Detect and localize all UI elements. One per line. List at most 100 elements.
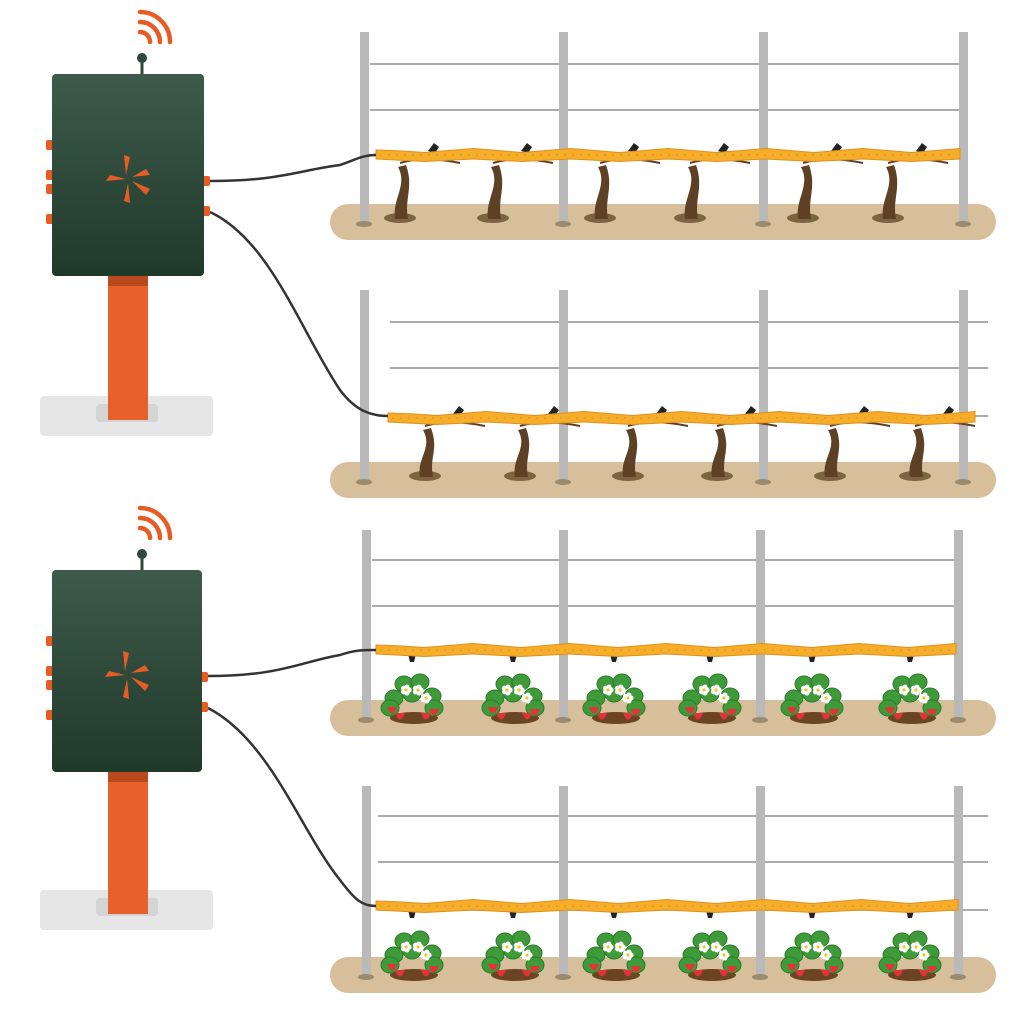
strawberry-plant [780, 673, 844, 724]
strawberry-fruit [387, 707, 397, 714]
trellis-post [360, 32, 369, 224]
strawberry-fruit [429, 966, 439, 973]
strawberry-flower [698, 684, 710, 696]
strawberry-flower [710, 941, 722, 953]
strawberry-flower [718, 949, 730, 961]
strawberry-plant [481, 930, 545, 981]
strawberry-flower [812, 941, 824, 953]
strawberry-flower [812, 684, 824, 696]
dripper-emitter [628, 143, 639, 153]
strawberry-fruit [893, 970, 903, 977]
trellis-post [959, 32, 968, 224]
grapevine-plant [872, 143, 949, 223]
grapevine-plant [899, 406, 976, 481]
strawberry-flower [614, 684, 626, 696]
strawberry-flower [501, 941, 513, 953]
trellis-post [756, 530, 765, 720]
wifi-signal-icon [137, 9, 173, 45]
dripper-emitter [718, 143, 729, 153]
trellis-post [559, 530, 568, 720]
strawberry-leaf [824, 956, 844, 974]
strawberry-flower [710, 684, 722, 696]
strawberry-flower [400, 941, 412, 953]
strawberry-flower [602, 941, 614, 953]
strawberry-fruit [496, 970, 506, 977]
strawberry-fruit [522, 713, 532, 720]
strawberry-flower [412, 684, 424, 696]
drip-tube [375, 642, 957, 658]
strawberry-fruit [685, 964, 695, 971]
strawberry-flower [412, 941, 424, 953]
post-footing [755, 479, 771, 485]
strawberry-plant [380, 930, 444, 981]
strawberry-fruit [885, 707, 895, 714]
strawberry-flower [800, 941, 812, 953]
post-footing [955, 479, 971, 485]
strawberry-flower [622, 692, 634, 704]
post-footing [752, 717, 768, 723]
strawberry-fruit [919, 713, 929, 720]
strawberry-row-2 [330, 786, 996, 993]
strawberry-fruit [395, 970, 405, 977]
vine-trunk [909, 428, 925, 477]
trellis-post [362, 530, 371, 720]
strawberry-leaf [722, 699, 742, 717]
strawberry-plant [780, 930, 844, 981]
supply-cable-vineyard-row-2 [209, 210, 389, 418]
strawberry-fruit [821, 713, 831, 720]
strawberry-fruit [589, 707, 599, 714]
strawberry-flower [614, 941, 626, 953]
vine-trunk [882, 165, 898, 219]
strawberry-fruit [787, 964, 797, 971]
post-footing [555, 479, 571, 485]
trellis-post [360, 290, 369, 482]
post-footing [555, 974, 571, 980]
strawberry-plant [878, 930, 942, 981]
dripper-emitter [428, 143, 439, 153]
trellis-post [756, 786, 765, 977]
strawberry-flower [420, 949, 432, 961]
vine-trunk [419, 428, 435, 477]
post-footing [755, 221, 771, 227]
strawberry-fruit [623, 970, 633, 977]
strawberry-fruit [597, 713, 607, 720]
strawberry-flower [513, 684, 525, 696]
grapevine-plant [701, 406, 778, 481]
strawberry-fruit [522, 970, 532, 977]
trellis-post [954, 530, 963, 720]
strawberry-fruit [919, 970, 929, 977]
trellis-post [954, 786, 963, 977]
post-footing [356, 221, 372, 227]
trellis-post [362, 786, 371, 977]
strawberry-fruit [488, 964, 498, 971]
controller-box [52, 570, 202, 772]
strawberry-leaf [626, 699, 646, 717]
strawberry-fruit [829, 709, 839, 716]
strawberry-row-1 [330, 530, 996, 736]
strawberry-fruit [727, 709, 737, 716]
strawberry-fruit [395, 713, 405, 720]
strawberry-flower [918, 949, 930, 961]
strawberry-leaf [626, 956, 646, 974]
vine-trunk [394, 165, 410, 219]
vine-trunk [622, 428, 638, 477]
supply-cable-strawberry-row-2 [207, 706, 377, 908]
strawberry-fruit [893, 713, 903, 720]
strawberry-flower [521, 692, 533, 704]
strawberry-plant [582, 930, 646, 981]
post-footing [358, 717, 374, 723]
vine-trunk [487, 165, 503, 219]
strawberry-flower [698, 941, 710, 953]
strawberry-plant [678, 673, 742, 724]
strawberry-fruit [693, 713, 703, 720]
strawberry-leaf [525, 956, 545, 974]
strawberry-fruit [597, 970, 607, 977]
strawberry-plant [582, 673, 646, 724]
vine-trunk [684, 165, 700, 219]
supply-cable-vineyard-row-1 [209, 153, 377, 183]
controller-2 [40, 505, 213, 930]
strawberry-fruit [787, 707, 797, 714]
strawberry-leaf [922, 699, 942, 717]
post-footing [955, 221, 971, 227]
drip-tube [375, 898, 959, 914]
